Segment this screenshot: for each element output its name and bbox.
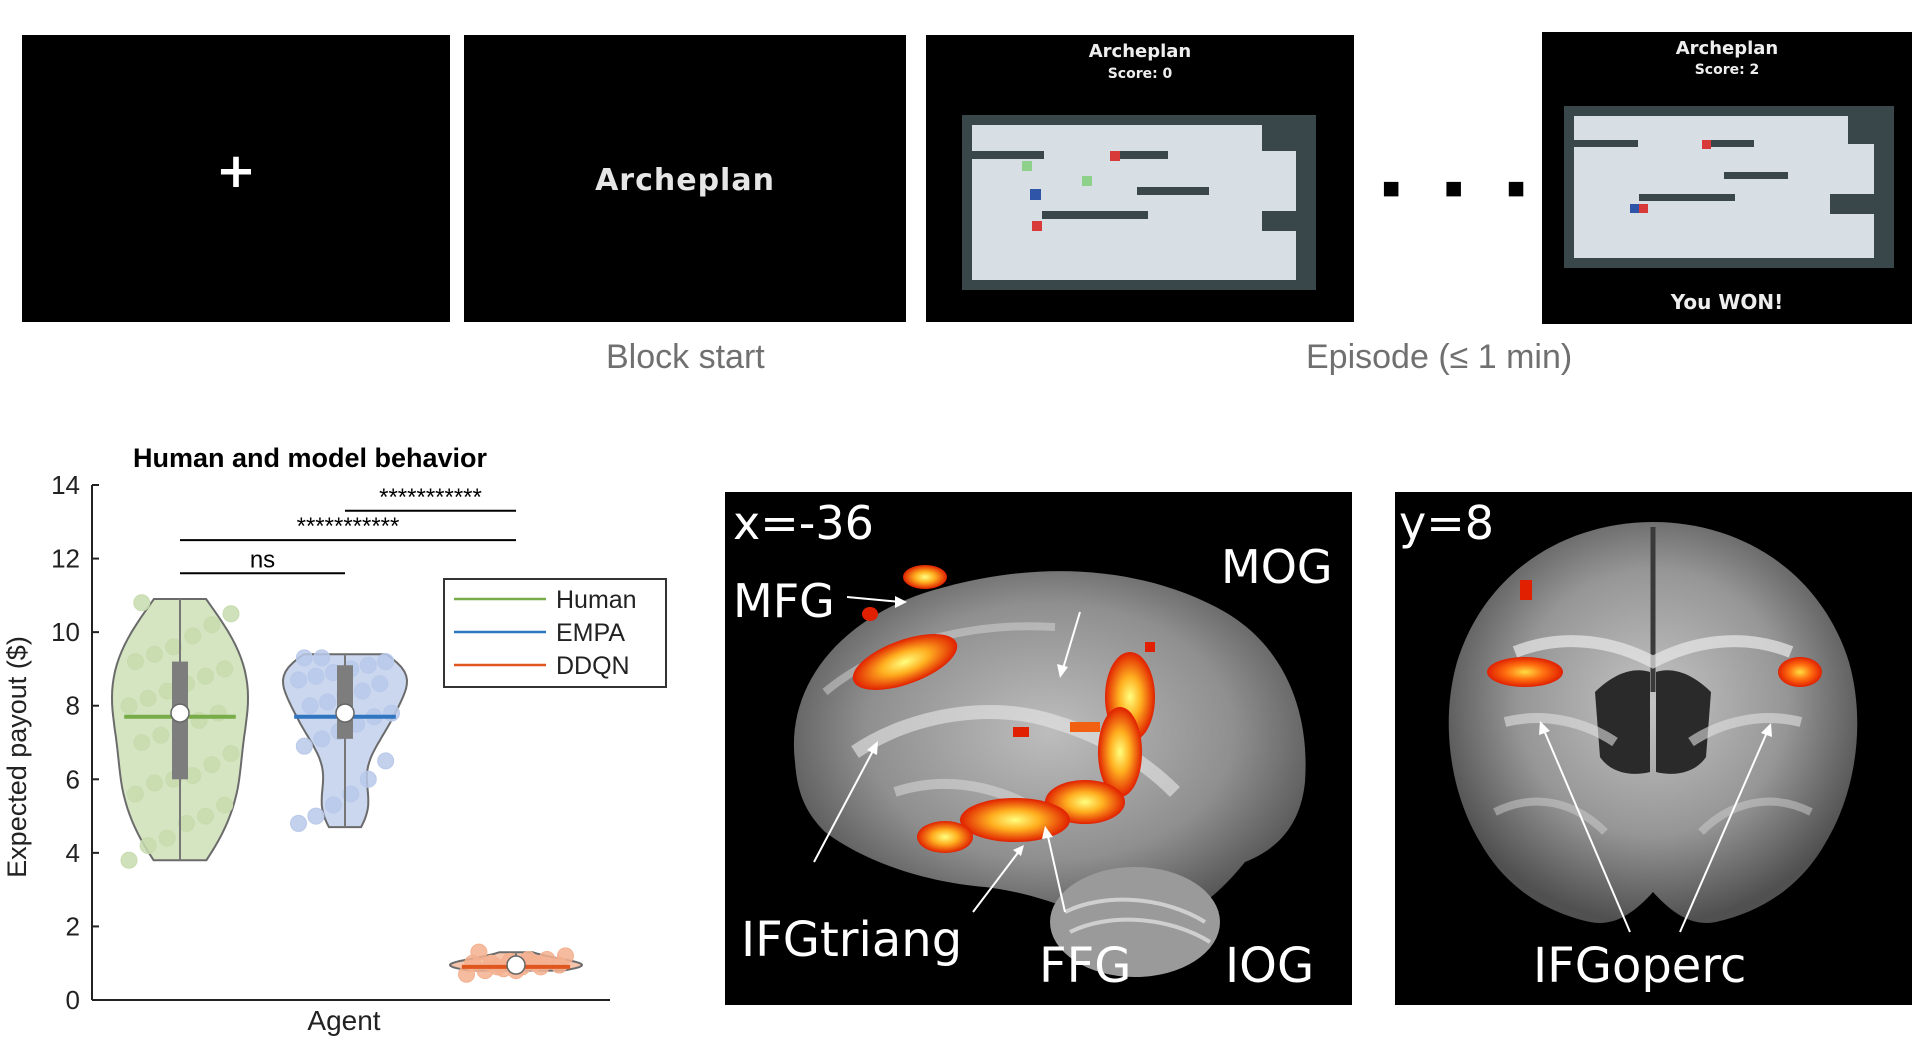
data-point (165, 638, 183, 656)
data-point (216, 660, 234, 678)
data-point (371, 675, 389, 693)
data-point (216, 796, 234, 814)
data-point (557, 947, 574, 965)
data-point (120, 851, 138, 869)
violin-empa (281, 649, 409, 832)
data-point (126, 785, 144, 803)
game-title: Archeplan (1675, 38, 1779, 59)
data-point (319, 693, 337, 711)
y-tick-label: 8 (66, 691, 80, 721)
data-point (324, 796, 342, 814)
data-point (146, 645, 163, 663)
data-point (307, 807, 325, 825)
y-tick-label: 2 (66, 911, 80, 941)
data-point (120, 697, 138, 715)
data-point (203, 756, 221, 774)
data-point (313, 730, 331, 748)
data-point (301, 697, 319, 715)
y-tick-label: 0 (66, 985, 80, 1015)
label-mfg: MFG (733, 574, 835, 628)
data-point (197, 807, 214, 825)
data-point (290, 671, 307, 689)
label-iog: IOG (1225, 938, 1315, 994)
data-point (133, 594, 151, 612)
data-point (177, 814, 195, 832)
chart-title: Human and model behavior (133, 443, 488, 473)
y-tick-label: 12 (51, 544, 80, 574)
data-point (353, 682, 371, 700)
label-ifgtriang: IFGtriang (741, 912, 963, 968)
caption-episode: Episode (≤ 1 min) (1306, 338, 1573, 376)
y-tick-label: 6 (66, 764, 80, 794)
block-start-screen: Archeplan (464, 35, 906, 322)
sagittal-brain-image (793, 565, 1306, 977)
violin-ddqn (448, 943, 584, 983)
data-point (184, 627, 202, 645)
fixation-cross: + (215, 143, 257, 199)
significance-label: *********** (297, 513, 400, 540)
game-board (962, 115, 1316, 290)
data-point (295, 737, 313, 755)
y-tick-label: 4 (66, 838, 80, 868)
data-point (342, 785, 360, 803)
data-point (146, 774, 163, 792)
legend-label: EMPA (556, 619, 625, 647)
label-ffg: FFG (1039, 938, 1132, 994)
data-point (152, 726, 170, 744)
behavior-chart: Human and model behavior Agent Expected … (2, 443, 667, 1036)
data-point (470, 943, 488, 961)
median-marker (506, 955, 526, 975)
caption-block-start: Block start (606, 338, 765, 376)
label-ifgoperc: IFGoperc (1533, 938, 1747, 994)
label-mog: MOG (1221, 540, 1333, 594)
svg-text:Agent: Agent (307, 1005, 380, 1036)
ellipsis: ■ ■ ■ (1382, 172, 1544, 205)
data-point (222, 605, 240, 623)
coronal-brain-image (1448, 522, 1858, 933)
y-axis-label: Expected payout ($) (2, 636, 32, 878)
data-point (359, 770, 377, 788)
data-point (139, 837, 157, 854)
data-point (203, 616, 221, 634)
coronal-coordinate: y=8 (1399, 496, 1495, 550)
significance-label: *********** (379, 484, 482, 511)
data-point (290, 814, 307, 832)
data-point (377, 752, 395, 770)
game-score: Score: 0 (1107, 66, 1173, 82)
data-point (139, 689, 157, 707)
data-point (126, 653, 144, 671)
data-point (359, 656, 377, 674)
legend-label: Human (556, 586, 637, 614)
data-point (307, 667, 325, 685)
y-axis-label-group: Expected payout ($) (2, 636, 32, 878)
iqr-box (337, 665, 353, 739)
episode-frame-end: Archeplan Score: 2 You WON! (1542, 32, 1912, 324)
y-tick-label: 14 (51, 470, 80, 500)
game-board (1564, 106, 1894, 268)
data-point (222, 745, 240, 763)
legend-label: DDQN (556, 652, 630, 680)
x-axis-label: Agent (307, 1005, 380, 1036)
data-point (197, 667, 214, 685)
data-point (295, 649, 313, 667)
median-marker (170, 703, 190, 723)
y-tick-label: 10 (51, 617, 80, 647)
data-point (313, 649, 331, 667)
fixation-screen: + (22, 35, 450, 322)
data-point (377, 653, 395, 671)
data-point (158, 829, 176, 847)
data-point (133, 734, 151, 751)
block-title: Archeplan (595, 163, 775, 198)
significance-label: ns (250, 546, 275, 573)
median-marker (335, 703, 355, 723)
violin-human (110, 594, 250, 869)
win-message: You WON! (1670, 290, 1784, 314)
episode-frame-start: Archeplan Score: 0 (926, 35, 1354, 322)
brain-sagittal-panel: x=-36 MFG MOG IFGtriang FFG IOG (725, 492, 1352, 1005)
game-title: Archeplan (1088, 41, 1192, 62)
brain-coronal-panel: y=8 IFGoperc (1395, 492, 1912, 1005)
sagittal-coordinate: x=-36 (733, 496, 874, 550)
game-score: Score: 2 (1694, 62, 1760, 78)
